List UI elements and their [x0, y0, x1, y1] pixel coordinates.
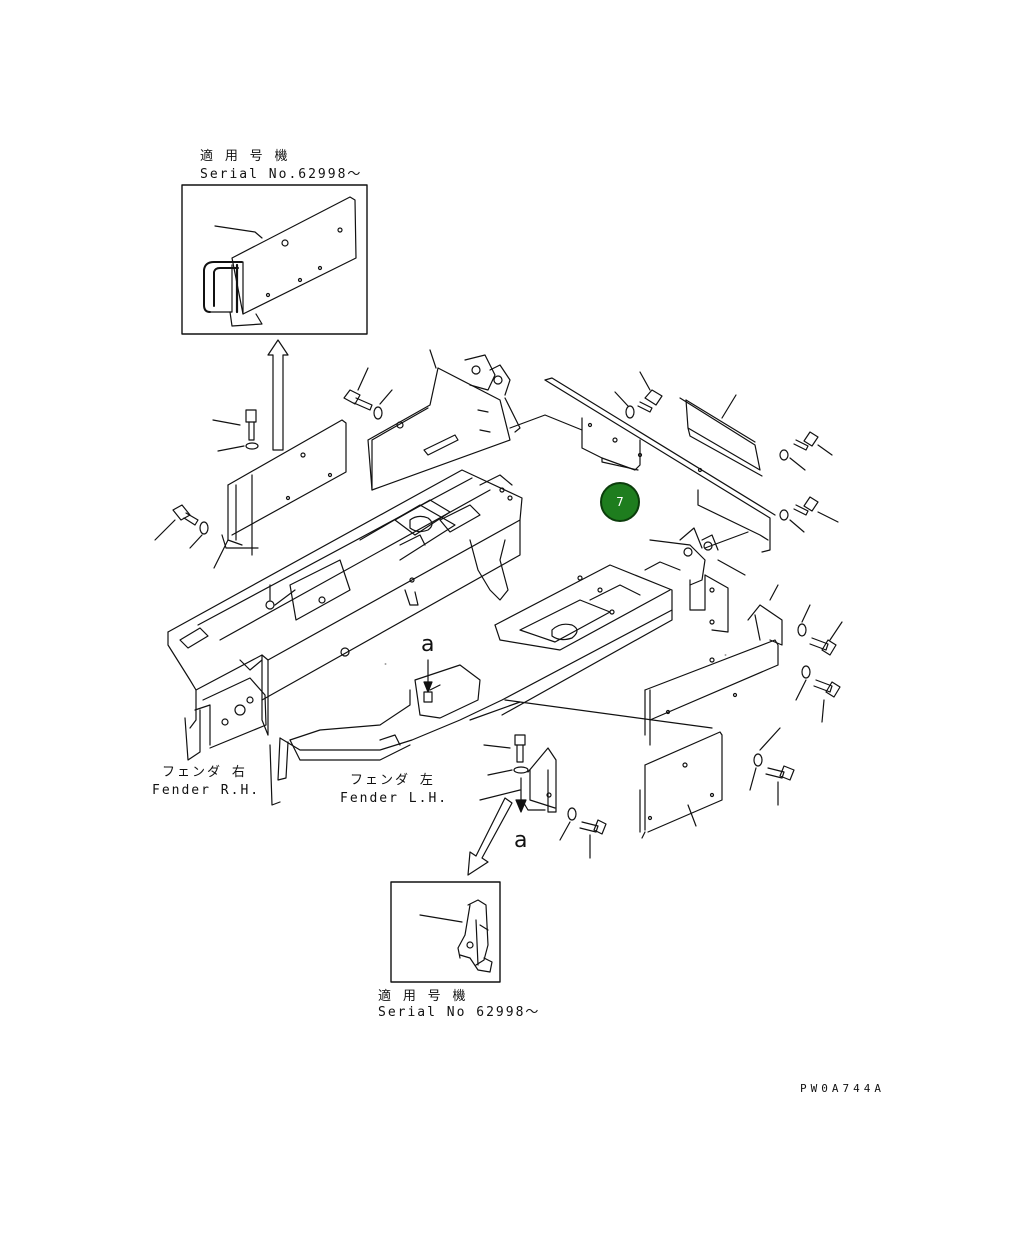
- bolt-top-center: [614, 371, 663, 419]
- upper-right-small-plate: [679, 394, 763, 477]
- fender-rh-en-label: Fender R.H.: [152, 783, 261, 798]
- left-fender-rear-panel: [644, 584, 783, 746]
- bolt-lower-right: [749, 727, 795, 806]
- bottom-detail-serial-label: Serial No 62998～: [378, 1005, 541, 1020]
- fender-lh-en-label: Fender L.H.: [340, 791, 449, 806]
- right-rear-bracket: [649, 527, 749, 633]
- main-frame-right: [269, 561, 681, 806]
- bottom-detail-applicable-label: 適 用 号 機: [378, 989, 468, 1004]
- main-frame-left: [167, 469, 523, 761]
- part-callout-7[interactable]: 7: [600, 482, 640, 522]
- top-detail-serial-label: Serial No.62998～: [200, 167, 363, 182]
- top-detail-applicable-label: 適 用 号 機: [200, 149, 290, 164]
- bolts-right-side: [795, 604, 843, 723]
- bottom-detail-box: [390, 881, 501, 983]
- part-callout-7-number: 7: [616, 495, 624, 509]
- bolt-top-center-left: [343, 367, 393, 420]
- view-a-lower-marker: a: [514, 828, 528, 853]
- bolt-bottom-center: [559, 807, 607, 859]
- upper-center-bracket: [367, 349, 521, 491]
- bolt-a-marker: [423, 659, 433, 703]
- bolt-upper-left: [212, 409, 259, 452]
- bolt-lower-center: [479, 734, 529, 813]
- fender-lh-jp-label: フェンダ 左: [350, 773, 435, 788]
- bolt-left-side: [154, 504, 229, 569]
- detail-arrow-up: [267, 339, 289, 451]
- right-fender-upper-panel: [221, 419, 347, 556]
- fender-rh-jp-label: フェンダ 右: [162, 765, 247, 780]
- lower-center-bracket: [521, 747, 557, 813]
- top-right-long-panel: [509, 377, 776, 553]
- left-fender-lower-panel: [504, 699, 723, 839]
- top-detail-box: [181, 184, 368, 335]
- bolts-upper-right: [779, 431, 839, 533]
- misc-dots: [384, 637, 727, 665]
- view-a-upper-marker: a: [421, 632, 435, 657]
- bottom-detail-arrow: [467, 797, 513, 876]
- drawing-code-label: PW0A744A: [800, 1082, 885, 1095]
